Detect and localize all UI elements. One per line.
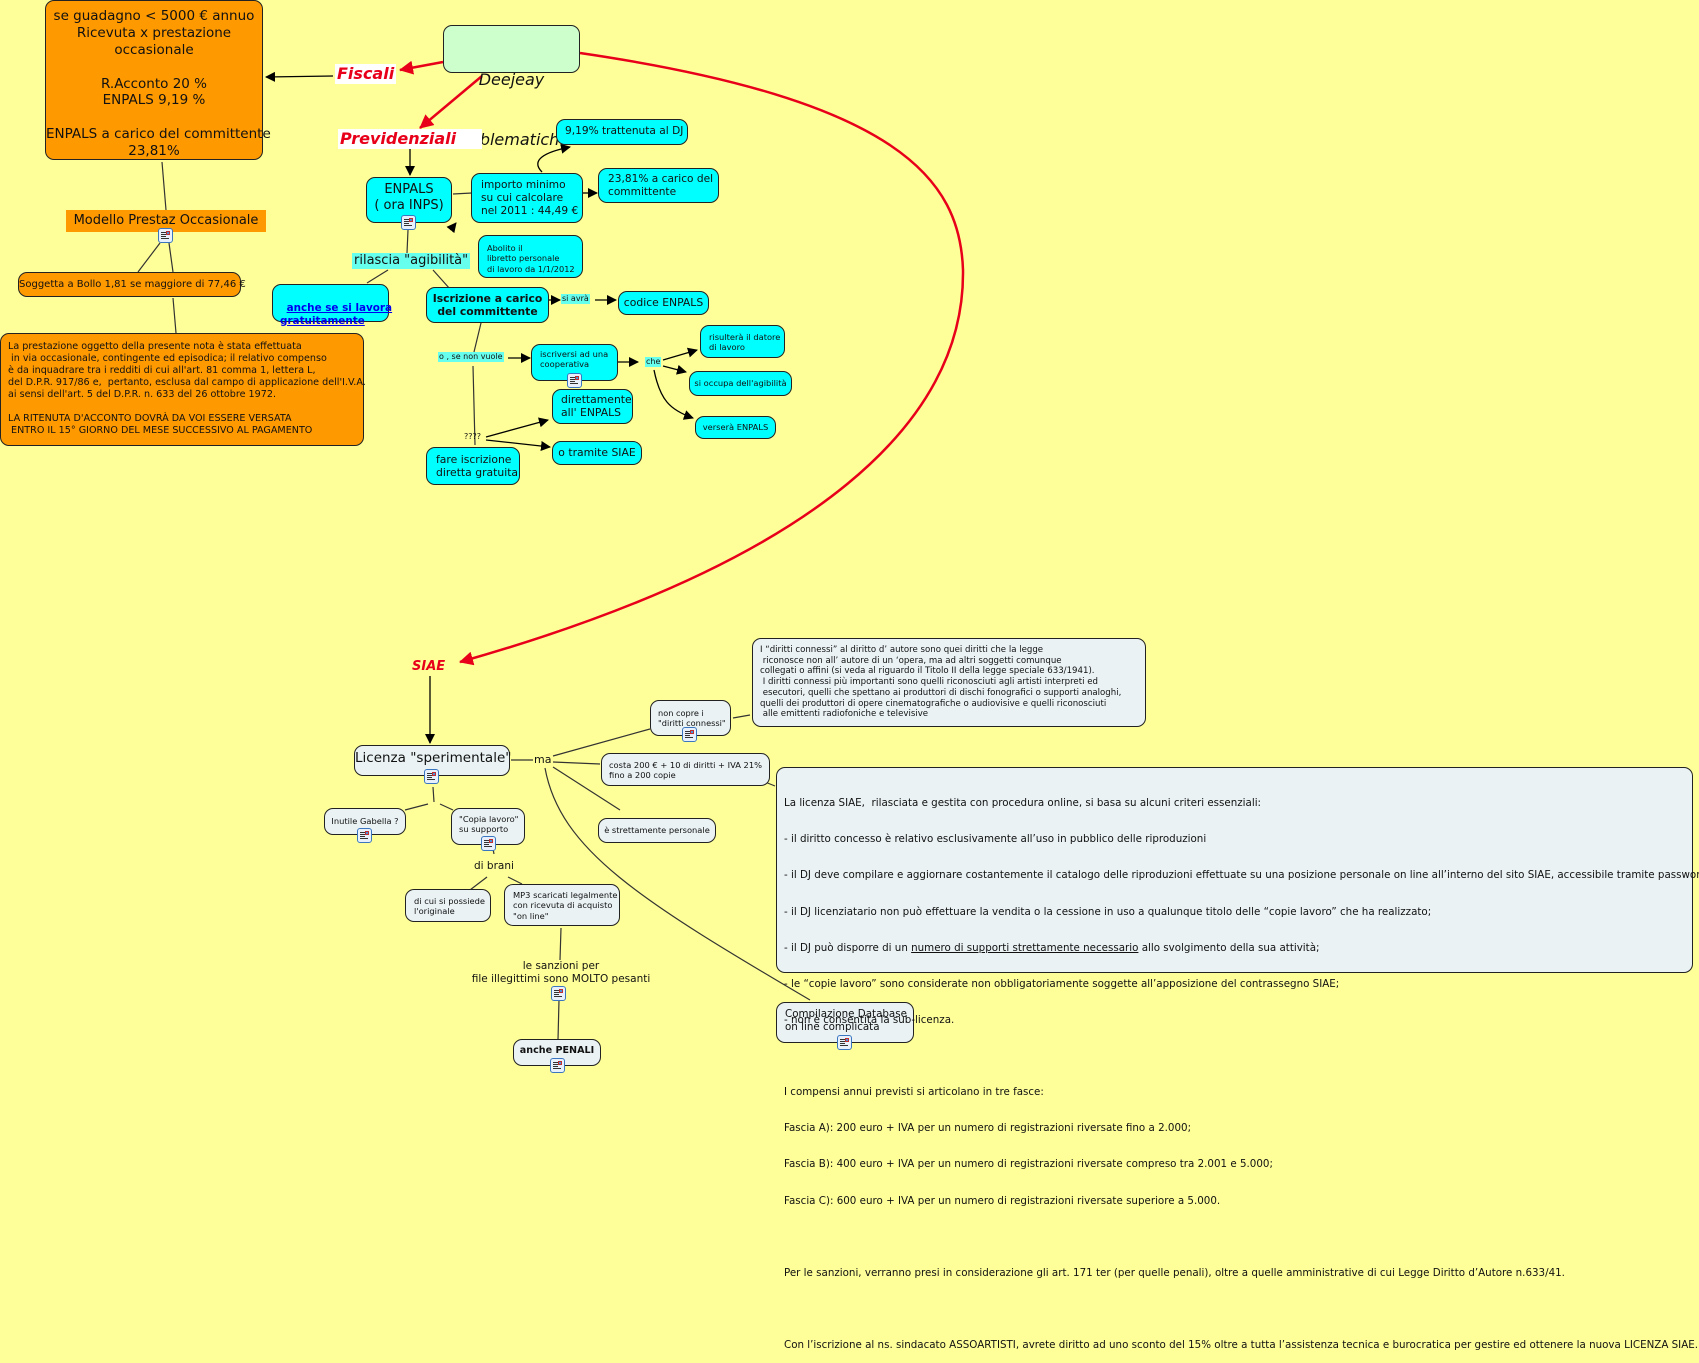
di-brani-label: di brani	[474, 860, 514, 872]
modello-prestaz-label[interactable]: Modello Prestaz Occasionale	[66, 210, 266, 232]
link-fiscali-box	[265, 71, 334, 82]
category-previdenziali[interactable]: Previdenziali	[338, 129, 483, 149]
direttamente-enpals-node[interactable]: direttamente all' ENPALS	[552, 389, 633, 424]
abolito-node[interactable]: Abolito il libretto personale di lavoro …	[478, 235, 583, 278]
sanzioni-label: le sanzioni per file illegittimi sono MO…	[471, 960, 651, 986]
occupa-agibilita-node[interactable]: si occupa dell'agibilità	[689, 371, 792, 396]
note-icon[interactable]	[357, 828, 372, 843]
note-icon[interactable]	[551, 986, 566, 1001]
info-line: - il DJ può disporre di un numero di sup…	[784, 942, 1692, 954]
info-line: - le “copie lavoro” sono considerate non…	[784, 977, 1340, 990]
info-line: - non è consentita la sub-licenza.	[784, 1013, 955, 1026]
iscrizione-diretta-node[interactable]: fare iscrizione diretta gratuita	[426, 447, 520, 485]
root-title-line1: Deejeay	[478, 70, 545, 89]
versera-enpals-node[interactable]: verserà ENPALS	[695, 416, 776, 439]
info-text: - il DJ può disporre di un	[784, 941, 912, 954]
agibilita-label[interactable]: rilascia "agibilità"	[352, 253, 471, 270]
link-root-fiscali	[399, 60, 444, 75]
gratuitamente-node[interactable]: anche se si lavora gratuitamente	[272, 284, 392, 327]
info-text: allo svolgimento della sua attività;	[1138, 941, 1320, 954]
enpals-node[interactable]: ENPALS ( ora INPS)	[366, 177, 452, 223]
costa-node[interactable]: costa 200 € + 10 di diritti + IVA 21% fi…	[601, 753, 770, 786]
info-line: Con l’iscrizione al ns. sindacato ASSOAR…	[784, 1339, 1699, 1352]
che-label: che	[645, 357, 662, 367]
originale-node[interactable]: di cui si possiede l'originale	[405, 889, 491, 922]
connection-lines	[137, 51, 965, 1041]
info-line: Fascia B): 400 euro + IVA per un numero …	[784, 1158, 1273, 1171]
anche-penali-node[interactable]: anche PENALI	[513, 1039, 601, 1066]
codice-enpals-node[interactable]: codice ENPALS	[618, 291, 709, 315]
siae-info-box[interactable]: La licenza SIAE, rilasciata e gestita co…	[776, 767, 1699, 1351]
personale-node[interactable]: è strettamente personale	[598, 818, 716, 843]
info-line: - il DJ licenziatario non può effettuare…	[784, 905, 1432, 918]
note-icon[interactable]	[837, 1035, 852, 1050]
link-root-previdenziali	[419, 75, 483, 129]
note-icon[interactable]	[424, 769, 439, 784]
fiscali-main-box[interactable]: se guadagno < 5000 € annuo Ricevuta x pr…	[45, 0, 271, 160]
info-underlined-text: numero di supporti strettamente necessar…	[911, 941, 1139, 954]
link-root-siae	[459, 51, 965, 666]
info-line: Per le sanzioni, verranno presi in consi…	[784, 1266, 1565, 1279]
licenza-sperimentale-node[interactable]: Licenza "sperimentale"	[354, 745, 511, 776]
info-line: Fascia A): 200 euro + IVA per un numero …	[784, 1122, 1192, 1135]
root-node[interactable]: Deejeay Problematiche	[443, 25, 580, 149]
bollo-node[interactable]: Soggetta a Bollo 1,81 se maggiore di 77,…	[18, 272, 246, 297]
info-line: La licenza SIAE, rilasciata e gestita co…	[784, 797, 1262, 810]
info-line: Fascia C): 600 euro + IVA per un numero …	[784, 1194, 1221, 1207]
category-siae[interactable]: SIAE	[412, 659, 446, 674]
info-line: - il DJ deve compilare e aggiornare cost…	[784, 869, 1699, 882]
note-icon[interactable]	[682, 727, 697, 742]
tramite-siae-node[interactable]: o tramite SIAE	[552, 441, 642, 465]
root-title-line2: Problematiche	[453, 130, 570, 149]
gratuitamente-link[interactable]: anche se si lavora gratuitamente	[280, 302, 393, 327]
datore-lavoro-node[interactable]: risulterà il datore di lavoro	[700, 325, 785, 358]
se-non-vuole-label: o , se non vuole	[438, 352, 504, 362]
note-icon[interactable]	[158, 228, 173, 243]
note-icon[interactable]	[567, 373, 582, 388]
carico-committente-node[interactable]: 23,81% a carico del committente	[598, 168, 719, 203]
note-icon[interactable]	[401, 215, 416, 230]
importo-node[interactable]: importo minimo su cui calcolare nel 2011…	[471, 173, 583, 223]
diritti-connessi-box[interactable]: I “diritti connessi” al diritto d’ autor…	[752, 638, 1146, 727]
iscrizione-node[interactable]: Iscrizione a carico del committente	[426, 287, 549, 323]
question-label: ????	[464, 432, 481, 441]
ma-label: ma	[534, 753, 552, 766]
nota-prestazione-box[interactable]: La prestazione oggetto della presente no…	[0, 333, 366, 446]
category-fiscali[interactable]: Fiscali	[335, 64, 397, 84]
trattenuta-node[interactable]: 9,19% trattenuta al DJ	[556, 119, 688, 145]
info-line: - il diritto concesso è relativo esclusi…	[784, 833, 1207, 846]
si-avra-label: si avrà	[561, 294, 590, 304]
note-icon[interactable]	[481, 836, 496, 851]
note-icon[interactable]	[550, 1058, 565, 1073]
info-line: I compensi annui previsti si articolano …	[784, 1086, 1044, 1099]
mp3-node[interactable]: MP3 scaricati legalmente con ricevuta di…	[504, 884, 620, 926]
